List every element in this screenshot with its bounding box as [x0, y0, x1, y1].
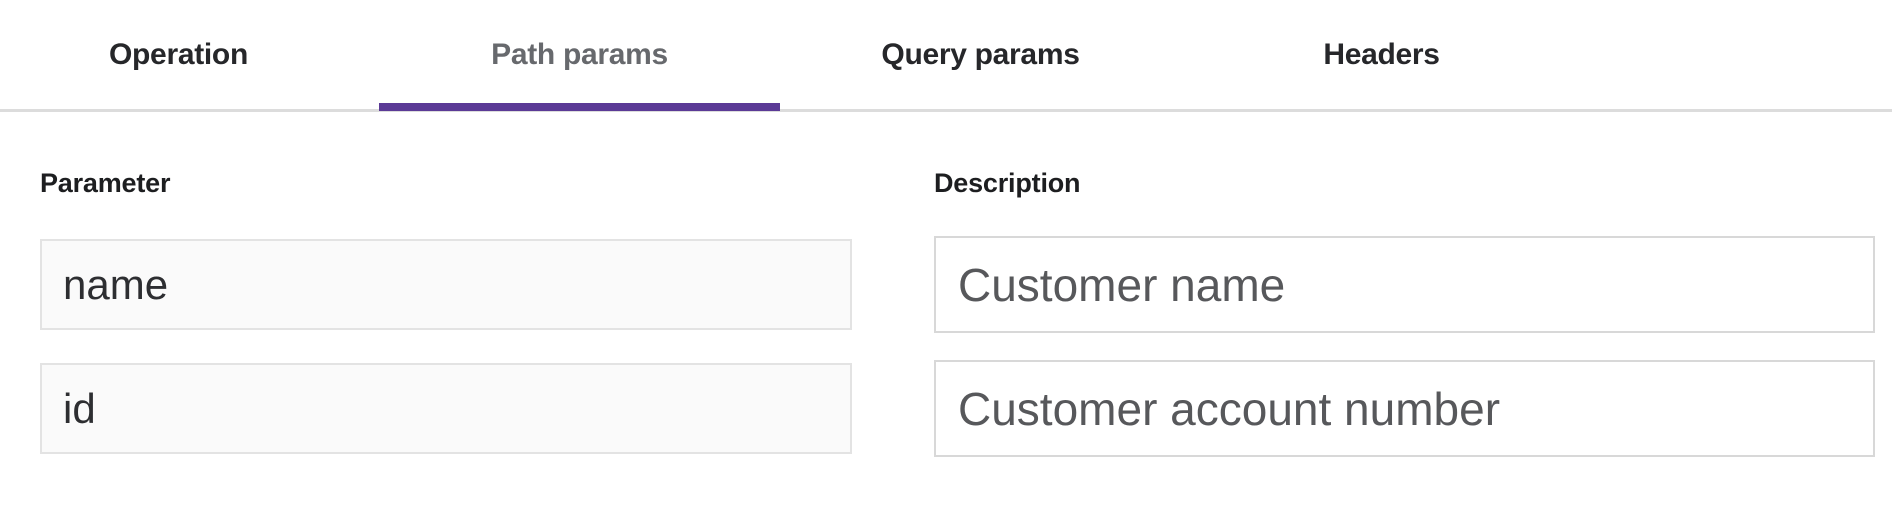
path-params-table: Parameter Description name id [40, 112, 1875, 457]
column-header-parameter: Parameter [40, 168, 171, 198]
description-input-name[interactable] [934, 236, 1875, 333]
description-input-id[interactable] [934, 360, 1875, 457]
tab-headers[interactable]: Headers [1323, 37, 1440, 71]
param-id-field[interactable]: id [40, 363, 852, 454]
tab-operation[interactable]: Operation [109, 37, 248, 71]
column-header-description: Description [934, 168, 1081, 198]
tab-path-params[interactable]: Path params [379, 0, 780, 111]
tab-query-params[interactable]: Query params [881, 37, 1080, 71]
param-name-field[interactable]: name [40, 239, 852, 330]
tab-bar: Operation Path params Query params Heade… [0, 0, 1892, 112]
